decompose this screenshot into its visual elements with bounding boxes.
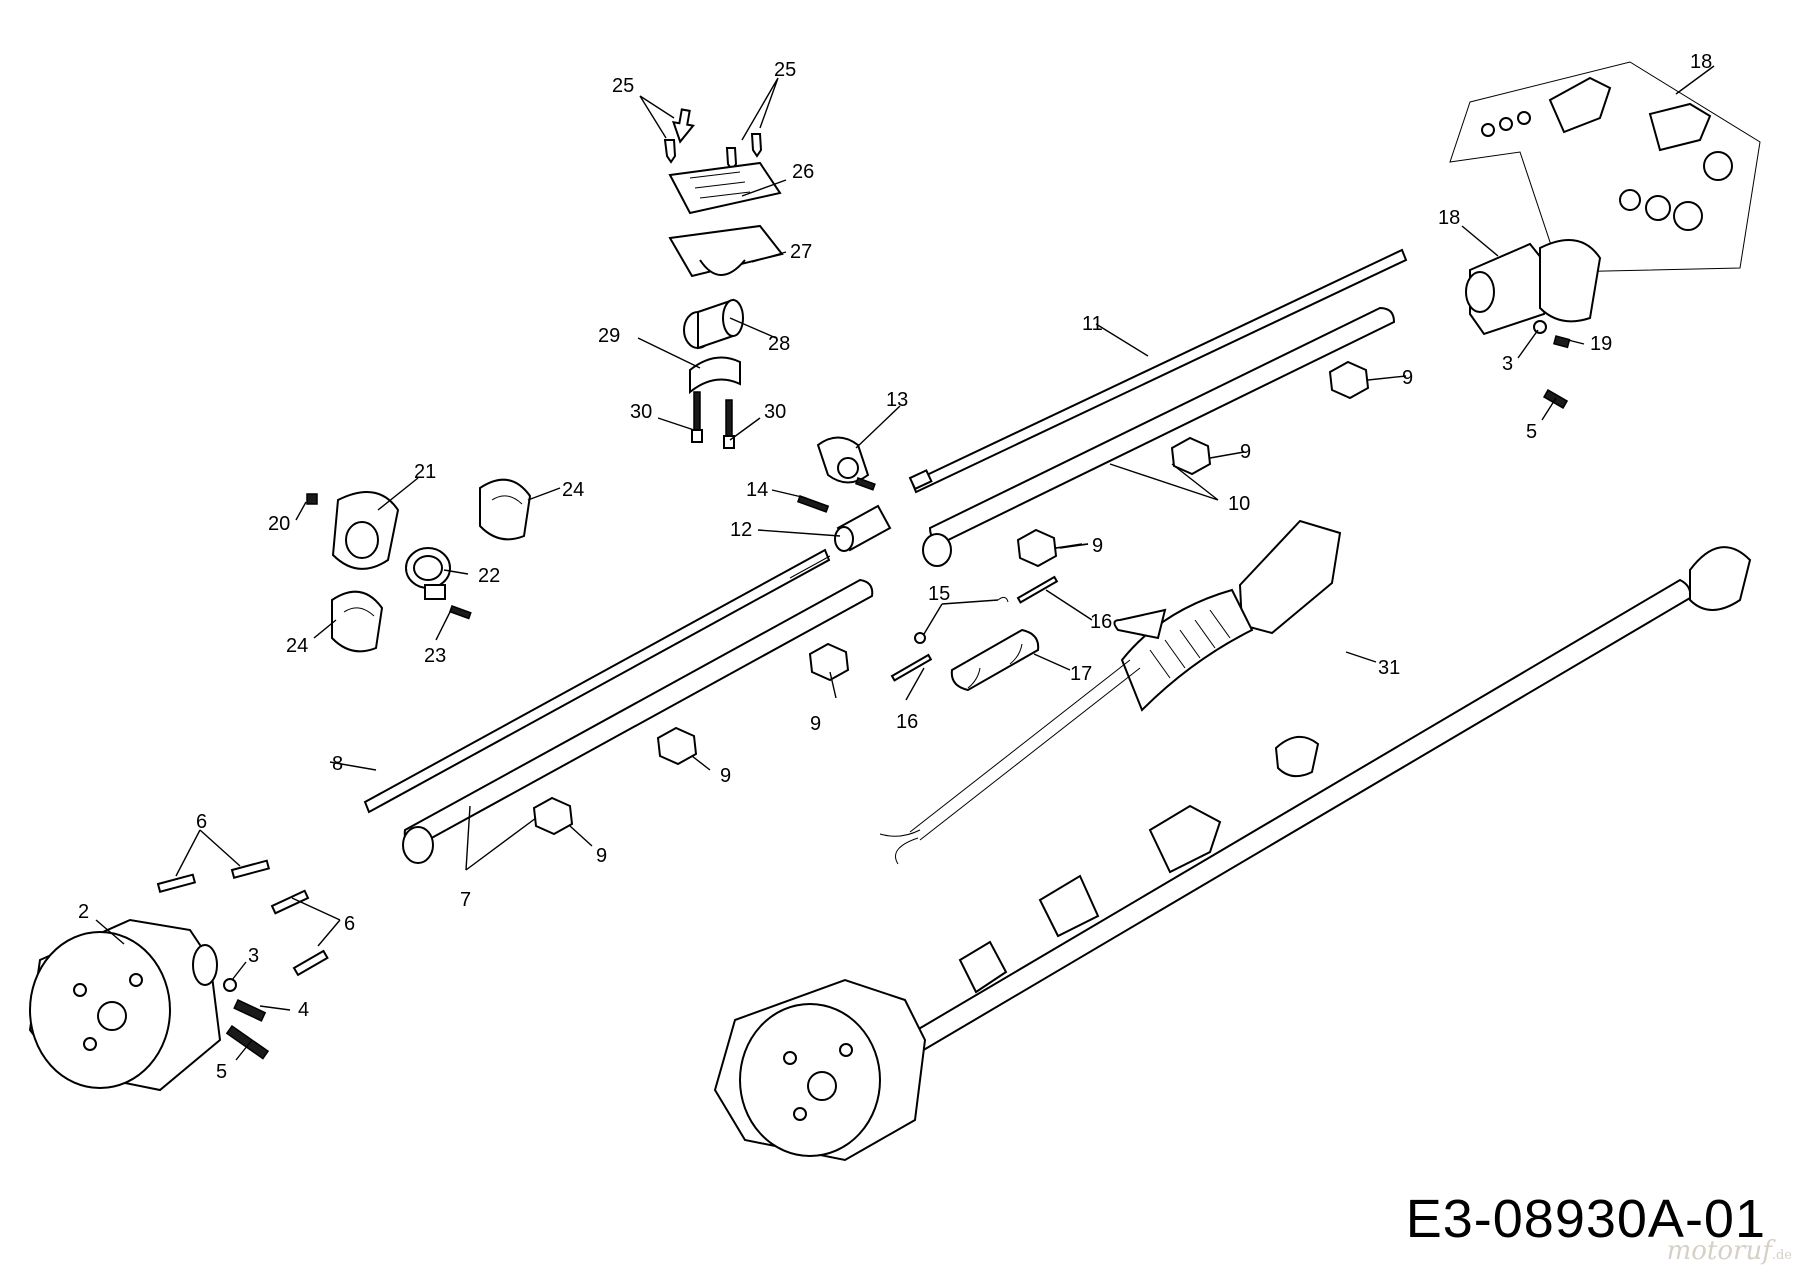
- cover-17-icon: [950, 628, 1040, 692]
- leader-lines: [95, 65, 1715, 1061]
- screw-30-right-icon: [723, 399, 735, 449]
- part-label-9: 9: [1092, 535, 1103, 557]
- part-label-11: 11: [1082, 313, 1103, 335]
- screw-30-left-icon: [691, 391, 703, 443]
- part-label-10: 10: [1228, 493, 1250, 515]
- part-label-29: 29: [598, 325, 620, 347]
- part-number-labels: 25 25 26 27 28 29 30 30 13 14 12 21 20 2…: [78, 51, 1712, 1083]
- gear-head-18-icon: [1465, 239, 1602, 336]
- nut-3-right-icon: [1533, 320, 1547, 334]
- part-label-9: 9: [1402, 367, 1413, 389]
- part-label-22: 22: [478, 565, 500, 587]
- screw-4-icon: [233, 999, 267, 1022]
- handle-31-icon: [879, 519, 1342, 865]
- clamp-upper-26-icon: [668, 161, 782, 215]
- gear-head-exploded-box: [1449, 61, 1761, 273]
- ring-clamp-22-icon: [405, 547, 451, 600]
- part-label-16: 16: [896, 711, 918, 733]
- screw-6-a-icon: [156, 873, 197, 893]
- part-label-24: 24: [286, 635, 308, 657]
- watermark-brand: motoruf: [1666, 1236, 1772, 1266]
- part-label-18: 18: [1690, 51, 1712, 73]
- part-label-3: 3: [1502, 353, 1513, 375]
- screw-19-icon: [1553, 335, 1571, 349]
- part-label-5: 5: [1526, 421, 1537, 443]
- washer-3-left-icon: [223, 978, 237, 992]
- screw-5-left-icon: [225, 1024, 270, 1060]
- watermark-logo: motoruf.de: [1667, 1236, 1792, 1266]
- gear-housing-2-icon: [28, 918, 222, 1092]
- clamp-lower-27-icon: [668, 224, 784, 278]
- screw-6-b-icon: [230, 859, 271, 879]
- part-label-25: 25: [774, 59, 796, 81]
- part-label-9: 9: [720, 765, 731, 787]
- part-label-6: 6: [344, 913, 355, 935]
- part-label-26: 26: [792, 161, 814, 183]
- part-label-12: 12: [730, 519, 752, 541]
- pin-16-top-icon: [1016, 575, 1059, 604]
- part-label-21: 21: [414, 461, 436, 483]
- bolt-25-left-icon: [663, 108, 696, 164]
- clamp-24-top-icon: [479, 478, 532, 541]
- clamp-24-bottom-icon: [331, 590, 384, 653]
- part-label-13: 13: [886, 389, 908, 411]
- coupling-13-icon: [816, 436, 876, 491]
- part-label-28: 28: [768, 333, 790, 355]
- tube-10-icon: [922, 306, 1396, 567]
- handle-bracket-21-icon: [331, 491, 400, 570]
- part-label-23: 23: [424, 645, 446, 667]
- pin-16-bottom-icon: [890, 653, 933, 682]
- part-label-16: 16: [1090, 611, 1112, 633]
- screw-6-c-icon: [270, 889, 310, 915]
- part-label-18: 18: [1438, 207, 1460, 229]
- screw-23-icon: [448, 605, 472, 620]
- screw-14-icon: [796, 495, 830, 513]
- nut-9-a-icon: [1328, 360, 1370, 400]
- screw-6-d-icon: [292, 949, 329, 977]
- part-label-15: 15: [928, 583, 950, 605]
- nut-20-icon: [306, 493, 318, 505]
- pin-15-icon: [914, 596, 1009, 644]
- part-label-20: 20: [268, 513, 290, 535]
- part-label-24: 24: [562, 479, 584, 501]
- part-label-9: 9: [810, 713, 821, 735]
- diagram-code: E3-08930A-01: [1405, 1189, 1766, 1249]
- part-label-8: 8: [332, 753, 343, 775]
- part-label-25: 25: [612, 75, 634, 97]
- part-label-14: 14: [746, 479, 768, 501]
- nut-9-d-icon: [808, 642, 850, 682]
- sleeve-28-icon: [683, 298, 744, 350]
- nut-9-e-icon: [656, 726, 698, 766]
- assembled-trimmer-icon: [713, 546, 1752, 1162]
- nut-9-c-icon: [1016, 528, 1058, 568]
- drive-shaft-8-icon: [363, 548, 831, 814]
- shaft-coupler-12-icon: [834, 504, 892, 552]
- part-label-27: 27: [790, 241, 812, 263]
- clip-29-icon: [689, 356, 741, 395]
- nut-9-f-icon: [532, 796, 574, 836]
- part-label-2: 2: [78, 901, 89, 923]
- watermark-tld: .de: [1771, 1248, 1792, 1263]
- part-label-19: 19: [1590, 333, 1612, 355]
- part-label-30: 30: [630, 401, 652, 423]
- part-label-9: 9: [596, 845, 607, 867]
- part-label-5: 5: [216, 1061, 227, 1083]
- part-label-3: 3: [248, 945, 259, 967]
- part-label-6: 6: [196, 811, 207, 833]
- part-label-7: 7: [460, 889, 471, 911]
- part-label-31: 31: [1378, 657, 1400, 679]
- part-label-17: 17: [1070, 663, 1092, 685]
- tube-7-icon: [402, 578, 874, 864]
- part-label-9: 9: [1240, 441, 1251, 463]
- drive-shaft-11-icon: [908, 248, 1408, 494]
- part-label-4: 4: [298, 999, 309, 1021]
- part-label-30: 30: [764, 401, 786, 423]
